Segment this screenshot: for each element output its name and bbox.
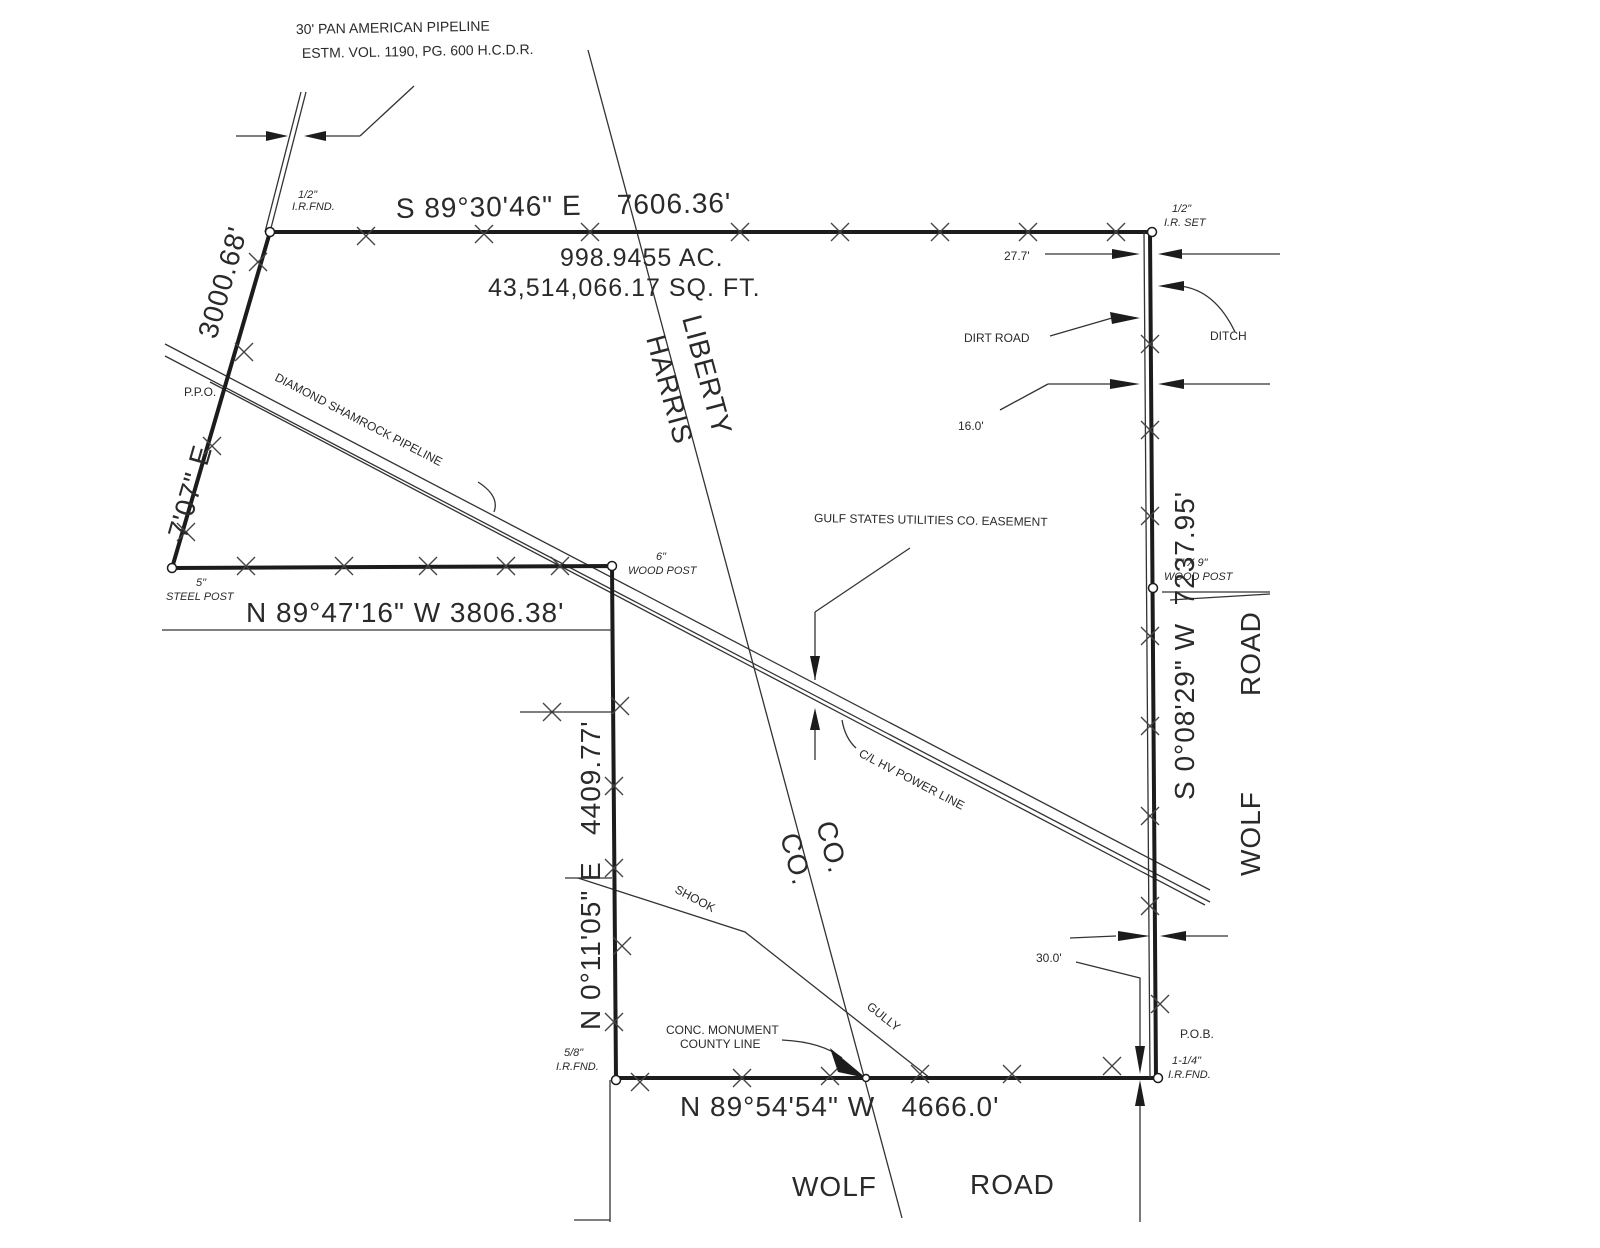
monument-nw-type: I.R.FND. (292, 201, 335, 213)
fence-mark (830, 222, 850, 242)
monument-sw (610, 1074, 622, 1086)
diamond-shamrock-pipeline (164, 343, 1211, 906)
county-line (587, 49, 903, 1219)
dim-16-0: 16.0' (958, 419, 984, 433)
monument-west (166, 562, 178, 574)
county-co-right: CO. (810, 818, 854, 877)
conc-monument-label-1: CONC. MONUMENT (666, 1023, 779, 1037)
fence-mark (1106, 222, 1126, 242)
fence-mark (1140, 806, 1160, 826)
fence-mark (234, 342, 254, 362)
area-sqft: 43,514,066.17 SQ. FT. (488, 274, 761, 302)
fence-mark (580, 222, 600, 242)
fence-mark (176, 522, 196, 542)
monument-nw-size: 1/2" (298, 189, 318, 201)
west-and-south-ticks (162, 593, 1271, 1222)
fence-mark (236, 556, 256, 576)
pan-american-label-1: 30' PAN AMERICAN PIPELINE (296, 18, 490, 37)
monument-east (1147, 582, 1159, 594)
fence-mark (610, 696, 630, 716)
fence-mark (604, 858, 624, 878)
shook-gully (577, 877, 931, 1079)
monument-mid (606, 560, 618, 572)
fence-mark (1002, 1064, 1022, 1084)
fence-marks (176, 222, 1170, 1092)
south-bearing: N 89°54'54" W 4666.0' (680, 1091, 999, 1122)
power-line-label: C/L HV POWER LINE (857, 746, 967, 812)
fence-mark (930, 222, 950, 242)
monument-west-type: STEEL POST (166, 591, 235, 603)
fence-mark (1140, 626, 1160, 646)
fence-mark (418, 556, 438, 576)
fence-mark (202, 436, 222, 456)
dim-27-7: 27.7' (1004, 249, 1030, 263)
monument-sw-type: I.R.FND. (556, 1061, 599, 1073)
monument-sw-size: 5/8" (564, 1047, 584, 1059)
fence-mark (1150, 994, 1170, 1014)
fence-mark (1140, 716, 1160, 736)
dirt-road-label: DIRT ROAD (964, 331, 1030, 345)
county-monument-leader (781, 1039, 866, 1078)
fence-mark (1140, 420, 1160, 440)
fence-mark (1018, 222, 1038, 242)
fence-mark (1140, 506, 1160, 526)
fence-mark (604, 776, 624, 796)
east-bearing: S 0°08'29" W 7237.95' (1169, 491, 1200, 800)
pob-label: P.O.B. (1180, 1027, 1214, 1041)
fence-mark (1140, 896, 1160, 916)
fence-mark (732, 1068, 752, 1088)
diamond-shamrock-label: DIAMOND SHAMROCK PIPELINE (273, 370, 445, 469)
inner-west-bearing: N 0°11'05" E 4409.77' (575, 720, 606, 1030)
ditch-label: DITCH (1210, 329, 1247, 343)
monument-east-type: WOOD POST (1164, 571, 1234, 583)
fence-mark (248, 252, 268, 272)
north-bearing: S 89°30'46" E 7606.36' (396, 187, 732, 224)
monument-ne-size: 1/2" (1172, 203, 1192, 215)
area-acres: 998.9455 AC. (560, 244, 724, 272)
monument-east-size: 7" X 9" (1174, 557, 1209, 569)
east-dimensions (999, 249, 1280, 1222)
fence-mark (496, 556, 516, 576)
monument-markers (166, 226, 1164, 1086)
monument-mid-type: WOOD POST (628, 565, 698, 577)
monument-se-type: I.R.FND. (1168, 1069, 1211, 1081)
gulf-states-label: GULF STATES UTILITIES CO. EASEMENT (814, 511, 1048, 529)
fence-mark (730, 222, 750, 242)
fence-mark (630, 1072, 650, 1092)
county-co-left: CO. (774, 830, 818, 889)
fence-mark (604, 1012, 624, 1032)
wolf-road-right-road: ROAD (1235, 611, 1266, 696)
fence-mark (1140, 334, 1160, 354)
fence-mark (1102, 1056, 1122, 1076)
dim-30-0: 30.0' (1036, 951, 1062, 965)
gulf-states-easement-marker (810, 547, 911, 760)
pan-american-label-2: ESTM. VOL. 1190, PG. 600 H.C.D.R. (302, 41, 534, 61)
monument-mid-size: 6" (656, 551, 667, 563)
pan-american-pipeline (236, 85, 415, 233)
wolf-road-bottom-road: ROAD (970, 1169, 1055, 1200)
monument-ne-type: I.R. SET (1164, 217, 1207, 229)
ppo-label: P.P.O. (184, 385, 216, 399)
fence-mark (550, 556, 570, 576)
wolf-road-bottom-wolf: WOLF (792, 1171, 877, 1202)
fence-mark (334, 556, 354, 576)
wolf-road-right-wolf: WOLF (1235, 791, 1266, 876)
fence-mark (474, 224, 494, 244)
fence-mark (356, 226, 376, 246)
fence-mark (820, 1066, 840, 1086)
gully-label: GULLY (864, 999, 903, 1034)
monument-west-size: 5" (196, 577, 207, 589)
conc-monument-label-2: COUNTY LINE (680, 1037, 760, 1051)
fence-mark (910, 1064, 930, 1084)
fence-mark (612, 936, 632, 956)
monument-ne (1146, 226, 1158, 238)
monument-se (1152, 1072, 1164, 1084)
monument-county (861, 1073, 871, 1083)
inner-south-bearing: N 89°47'16" W 3806.38' (246, 597, 564, 628)
west-bearing: 7'07" E (162, 441, 218, 541)
monument-se-size: 1-1/4" (1172, 1055, 1202, 1067)
monument-nw (264, 226, 276, 238)
